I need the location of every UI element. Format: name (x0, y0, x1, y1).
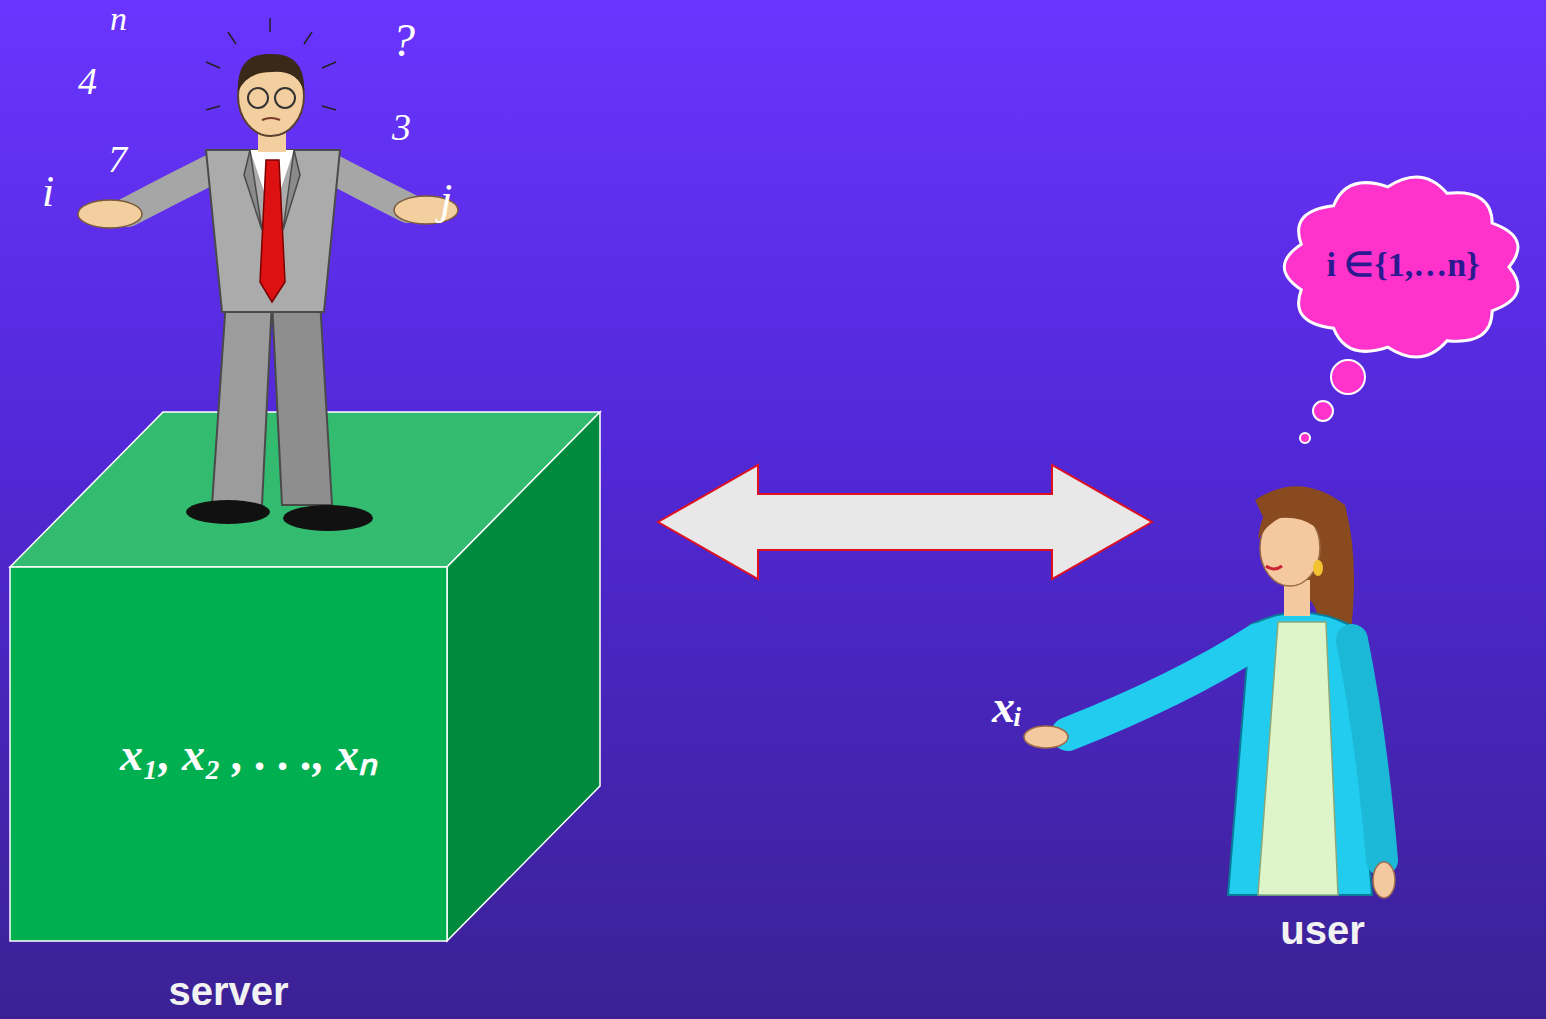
thought-dot (1300, 433, 1310, 443)
double-arrow (658, 465, 1152, 579)
man-leg (212, 300, 272, 505)
man-arm (128, 170, 210, 212)
retrieved-item: xᵢ (992, 684, 1023, 730)
user-woman (1024, 486, 1395, 898)
thought-trail (1300, 360, 1365, 443)
woman-hair (1258, 492, 1332, 550)
man-shoe (186, 500, 270, 524)
role-label: user (1150, 908, 1495, 952)
thought-bubble: i ∈{1,…n} (1283, 172, 1523, 362)
floating-symbol: 4 (78, 62, 97, 100)
thought-dot (1313, 401, 1333, 421)
floating-symbol: ? (392, 18, 415, 64)
stress-lines (206, 18, 336, 110)
man-hair (238, 54, 304, 92)
woman-hand (1373, 862, 1395, 898)
woman-hair (1255, 486, 1354, 640)
thought-dot (1331, 360, 1365, 394)
woman-face (1260, 510, 1320, 586)
man-jacket (206, 150, 340, 312)
woman-jacket (1228, 613, 1372, 896)
floating-symbol: 3 (392, 108, 411, 146)
server-cube: x₁, x₂ , . . ., xₙserver (10, 412, 600, 941)
woman-top (1258, 622, 1338, 895)
role-label: server (10, 969, 447, 1013)
server-cube-outline (10, 412, 600, 941)
man-mouth (262, 118, 280, 120)
woman-earring (1313, 560, 1323, 576)
man-shirt (250, 150, 294, 215)
cube-side (447, 412, 600, 941)
man-tie (260, 160, 285, 302)
woman-neck (1284, 580, 1310, 616)
floating-symbol: j (440, 178, 452, 222)
data-items: x₁, x₂ , . . ., xₙ (30, 730, 467, 781)
woman-mouth (1266, 566, 1282, 569)
woman-arm (1352, 640, 1382, 860)
man-leg (272, 300, 332, 505)
server-man (78, 18, 458, 531)
floating-symbol: n (110, 2, 127, 36)
man-neck (258, 126, 286, 152)
man-lapel (244, 150, 300, 230)
man-shoe (283, 505, 373, 531)
man-glasses (248, 88, 268, 108)
floating-symbol: i (42, 170, 54, 214)
user-figure-outline (1150, 480, 1440, 900)
man-hand (78, 200, 142, 228)
woman-hand (1024, 726, 1068, 748)
man-arm (334, 170, 408, 208)
user-figure: user (1150, 480, 1440, 900)
man-hand (394, 196, 458, 224)
man-head (238, 56, 304, 136)
woman-arm (1068, 640, 1258, 734)
floating-symbol: 7 (108, 140, 127, 178)
man-glasses (275, 88, 295, 108)
index-set: i ∈{1,…n} (1283, 246, 1523, 283)
